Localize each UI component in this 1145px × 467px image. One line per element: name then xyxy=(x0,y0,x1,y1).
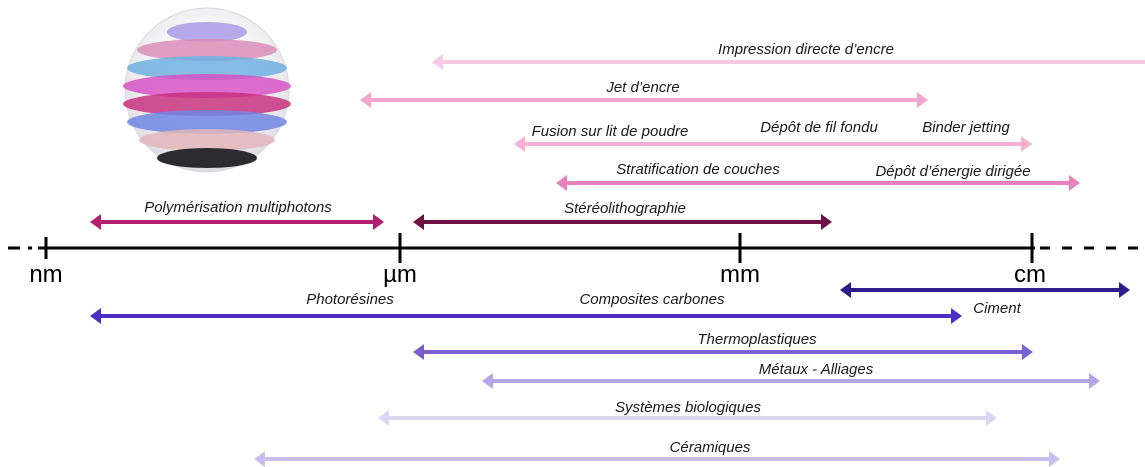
label-depot-fil-fondu: Dépôt de fil fondu xyxy=(760,119,878,136)
axis-ticks xyxy=(44,233,1034,263)
label-thermoplastiques: Thermoplastiques xyxy=(697,331,817,348)
label-stereolithographie: Stéréolithographie xyxy=(564,200,686,217)
arrow-stratification-couches xyxy=(556,175,1080,191)
label-composites-carbones: Composites carbones xyxy=(579,291,725,308)
label-ceramiques: Céramiques xyxy=(670,439,751,456)
label-polymerisation-multiphotons: Polymérisation multiphotons xyxy=(144,199,332,216)
arrow-thermoplastiques xyxy=(413,344,1033,360)
arrow-stereolithographie xyxy=(413,214,832,230)
label-impression-directe-encre: Impression directe d’encre xyxy=(718,41,894,58)
label-binder-jetting: Binder jetting xyxy=(922,119,1010,136)
axis-tick-labels: nm µm mm cm xyxy=(29,261,1046,288)
label-jet-encre: Jet d’encre xyxy=(605,79,679,96)
arrow-fusion-lit-poudre xyxy=(514,136,1032,152)
arrow-photoresines xyxy=(90,308,962,324)
label-photoresines: Photorésines xyxy=(306,291,394,308)
label-stratification-couches: Stratification de couches xyxy=(616,161,780,178)
tick-label-mm: mm xyxy=(720,261,760,288)
tick-label-um: µm xyxy=(383,261,417,288)
arrow-jet-encre xyxy=(360,92,928,108)
arrow-polymerisation-multiphotons xyxy=(90,214,384,230)
label-depot-energie-dirigee: Dépôt d’énergie dirigée xyxy=(875,163,1030,180)
label-systemes-biologiques: Systèmes biologiques xyxy=(615,399,761,416)
label-fusion-lit-poudre: Fusion sur lit de poudre xyxy=(532,123,689,140)
arrow-ciment xyxy=(840,282,1130,298)
layered-sphere-icon xyxy=(123,7,291,173)
arrow-metaux-alliages xyxy=(482,373,1100,389)
tick-label-cm: cm xyxy=(1014,261,1046,288)
arrow-ceramiques xyxy=(254,451,1060,467)
range-arrows xyxy=(90,54,1145,467)
label-ciment: Ciment xyxy=(973,300,1021,317)
tick-label-nm: nm xyxy=(29,261,62,288)
arrow-impression-directe-encre xyxy=(432,54,1145,70)
arrow-systemes-biologiques xyxy=(378,410,997,426)
label-metaux-alliages: Métaux - Alliages xyxy=(759,361,874,378)
